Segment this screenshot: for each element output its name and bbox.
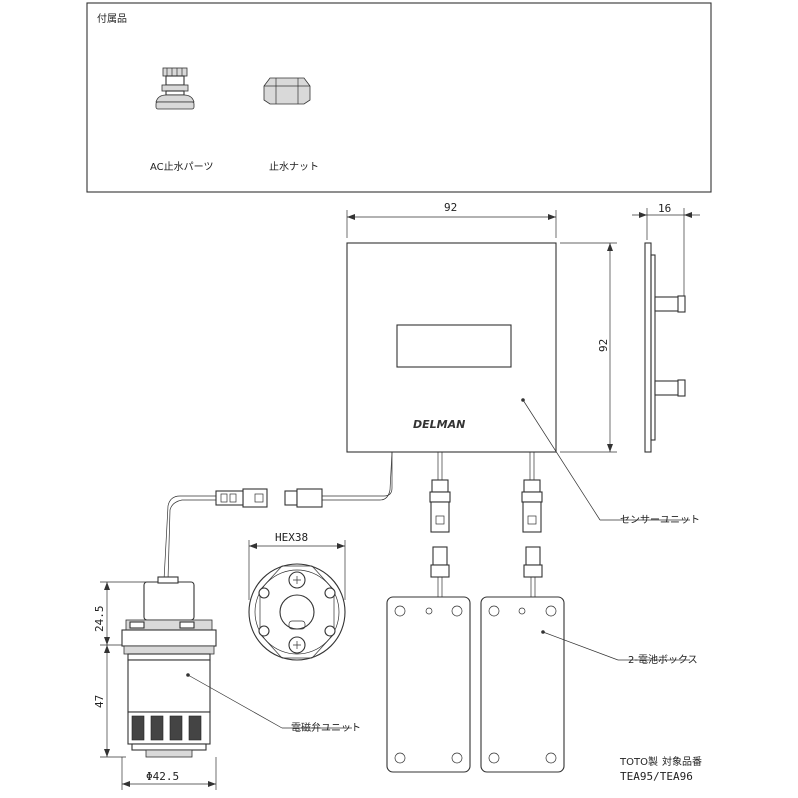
sensor-height-dim: 92 — [597, 339, 610, 352]
valve-top-height-dim: 24.5 — [93, 606, 106, 633]
footer-target-label: 対象品番 — [662, 755, 702, 768]
sensor-unit-label: センサーユニット — [620, 514, 700, 526]
ac-stop-water-part-label: AC止水パーツ — [150, 161, 213, 173]
valve-top-view: HEX38 — [248, 531, 346, 661]
sensor-cables — [163, 451, 543, 581]
sensor-unit-side: 16 — [632, 202, 700, 453]
battery-box-1 — [386, 596, 471, 773]
battery-boxes: 2-電池ボックス — [386, 546, 698, 773]
sensor-faceplate — [346, 242, 557, 453]
sensor-window — [396, 324, 512, 368]
ac-stop-water-part-icon — [155, 67, 195, 110]
accessories-panel: 付属品 AC止水パーツ 止水ナット — [86, 2, 712, 193]
valve-hex-dim: HEX38 — [275, 531, 308, 544]
valve-diameter-dim: Φ42.5 — [146, 770, 179, 783]
stop-water-nut-label: 止水ナット — [269, 161, 319, 173]
battery-box-label: 2-電池ボックス — [628, 653, 698, 666]
accessories-title: 付属品 — [97, 12, 127, 25]
solenoid-valve-unit: 24.5 47 Φ42.5 電磁弁ユニット — [93, 576, 361, 790]
sensor-unit-front: 92 DELMAN 92 センサーユニット — [346, 201, 700, 526]
stop-water-nut-icon — [263, 77, 311, 105]
valve-body-height-dim: 47 — [93, 695, 106, 708]
accessories-frame — [86, 2, 712, 193]
sensor-depth-dim: 16 — [658, 202, 671, 215]
sensor-width-dim: 92 — [444, 201, 457, 214]
solenoid-valve-label: 電磁弁ユニット — [291, 721, 361, 734]
sensor-logo: DELMAN — [413, 418, 465, 431]
footer-models: TEA95/TEA96 — [620, 770, 693, 783]
footer-maker: TOTO製 — [619, 755, 658, 768]
battery-box-2 — [480, 596, 565, 773]
